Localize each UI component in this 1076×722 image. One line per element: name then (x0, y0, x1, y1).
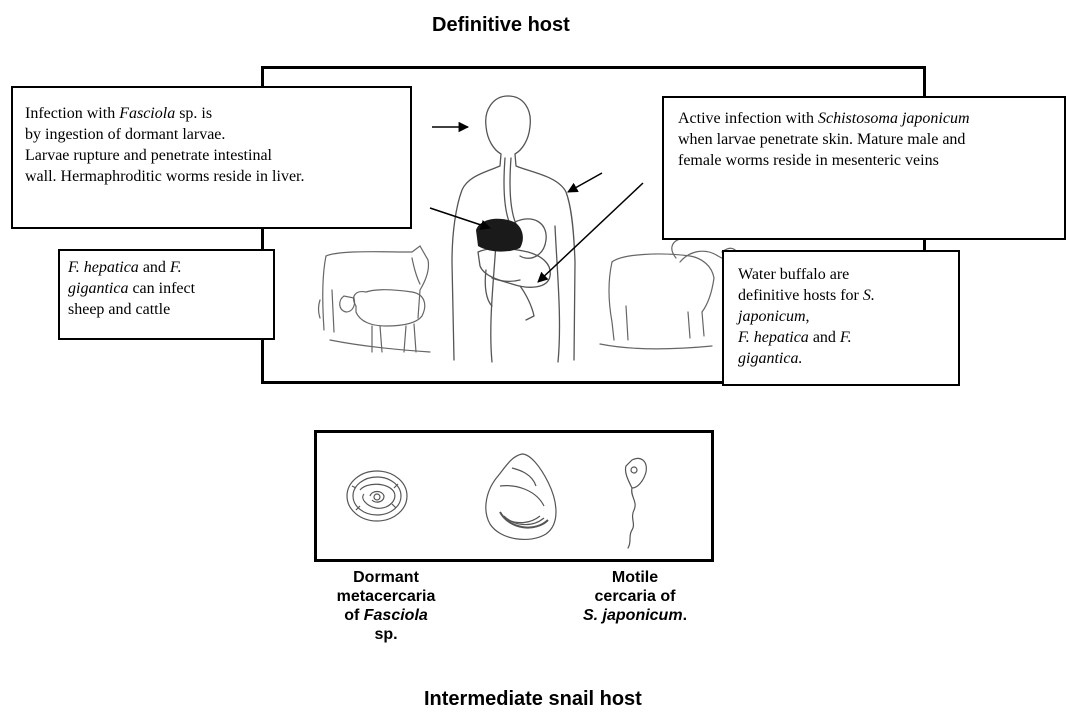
buffalo-line-1: Water buffalo are (738, 264, 958, 285)
sheep-line-2: gigantica can infect (68, 278, 273, 299)
metacercaria-drawing (347, 471, 407, 521)
arrow-to-mesenteric-veins (538, 183, 643, 282)
metacercaria-genus-italic: Fasciola (364, 607, 428, 624)
sheep-line-1-and: and (139, 259, 170, 276)
fasciola-infection-box: Infection with Fasciola sp. is by ingest… (11, 86, 412, 229)
fasciola-line-1-start: Infection with (25, 105, 119, 122)
arrows (430, 127, 643, 282)
liver-shape (476, 219, 523, 252)
fasciola-line-1: Infection with Fasciola sp. is (25, 103, 410, 124)
cercaria-species-italic: S. japonicum (583, 607, 683, 624)
buffalo-f-abbrev-italic: F. (840, 329, 852, 346)
buffalo-line-4-and: and (809, 329, 840, 346)
buffalo-line-3-comma: , (806, 308, 810, 325)
fasciola-line-2: by ingestion of dormant larvae. (25, 124, 410, 145)
metacercaria-label-of: of (344, 607, 364, 624)
f-hepatica-italic: F. hepatica (68, 259, 139, 276)
metacercaria-label-line-1: Dormant (326, 568, 446, 587)
cercaria-label-line-2: cercaria of (570, 587, 700, 606)
schisto-line-3: female worms reside in mesenteric veins (678, 150, 1064, 171)
fasciola-line-3: Larvae rupture and penetrate intestinal (25, 145, 410, 166)
sheep-line-3: sheep and cattle (68, 299, 273, 320)
water-buffalo-sketch (600, 238, 738, 349)
s-abbrev-italic: S. (863, 287, 875, 304)
buffalo-f-hepatica-italic: F. hepatica (738, 329, 809, 346)
schisto-line-2: when larvae penetrate skin. Mature male … (678, 129, 1064, 150)
fasciola-line-1-end: sp. is (175, 105, 212, 122)
cercaria-label-line-3: S. japonicum. (570, 606, 700, 625)
buffalo-line-5: gigantica. (738, 348, 958, 369)
fasciola-line-4: wall. Hermaphroditic worms reside in liv… (25, 166, 410, 187)
cercaria-label-period: . (683, 607, 687, 624)
sheep-line-2-end: can infect (128, 280, 195, 297)
gigantica-italic: gigantica (68, 280, 128, 297)
buffalo-line-2: definitive hosts for S. (738, 285, 958, 306)
schisto-line-1: Active infection with Schistosoma japoni… (678, 108, 1064, 129)
fasciola-genus-italic: Fasciola (119, 105, 175, 122)
schisto-line-1-start: Active infection with (678, 110, 818, 127)
cercaria-label: Motile cercaria of S. japonicum. (570, 568, 700, 625)
cattle-sketch (319, 246, 429, 332)
buffalo-line-2-start: definitive hosts for (738, 287, 863, 304)
sheep-sketch (330, 290, 430, 352)
japonicum-italic: japonicum (738, 308, 806, 325)
f-abbrev-italic: F. (170, 259, 182, 276)
buffalo-line-4: F. hepatica and F. (738, 327, 958, 348)
metacercaria-label: Dormant metacercaria of Fasciola sp. (326, 568, 446, 644)
metacercaria-label-line-2: metacercaria (326, 587, 446, 606)
schistosoma-infection-box: Active infection with Schistosoma japoni… (662, 96, 1066, 240)
metacercaria-label-line-4: sp. (326, 625, 446, 644)
arrow-to-skin (568, 173, 602, 192)
sheep-line-1: F. hepatica and F. (68, 257, 273, 278)
buffalo-gigantica-italic: gigantica. (738, 350, 802, 367)
metacercaria-label-line-3: of Fasciola (326, 606, 446, 625)
water-buffalo-box: Water buffalo are definitive hosts for S… (722, 250, 960, 386)
schistosoma-species-italic: Schistosoma japonicum (818, 110, 970, 127)
arrow-to-liver (430, 208, 490, 228)
buffalo-line-3: japonicum, (738, 306, 958, 327)
sheep-cattle-box: F. hepatica and F. gigantica can infect … (58, 249, 275, 340)
snail-shell-drawing (486, 454, 556, 539)
cercaria-drawing (625, 459, 646, 549)
cercaria-label-line-1: Motile (570, 568, 700, 587)
